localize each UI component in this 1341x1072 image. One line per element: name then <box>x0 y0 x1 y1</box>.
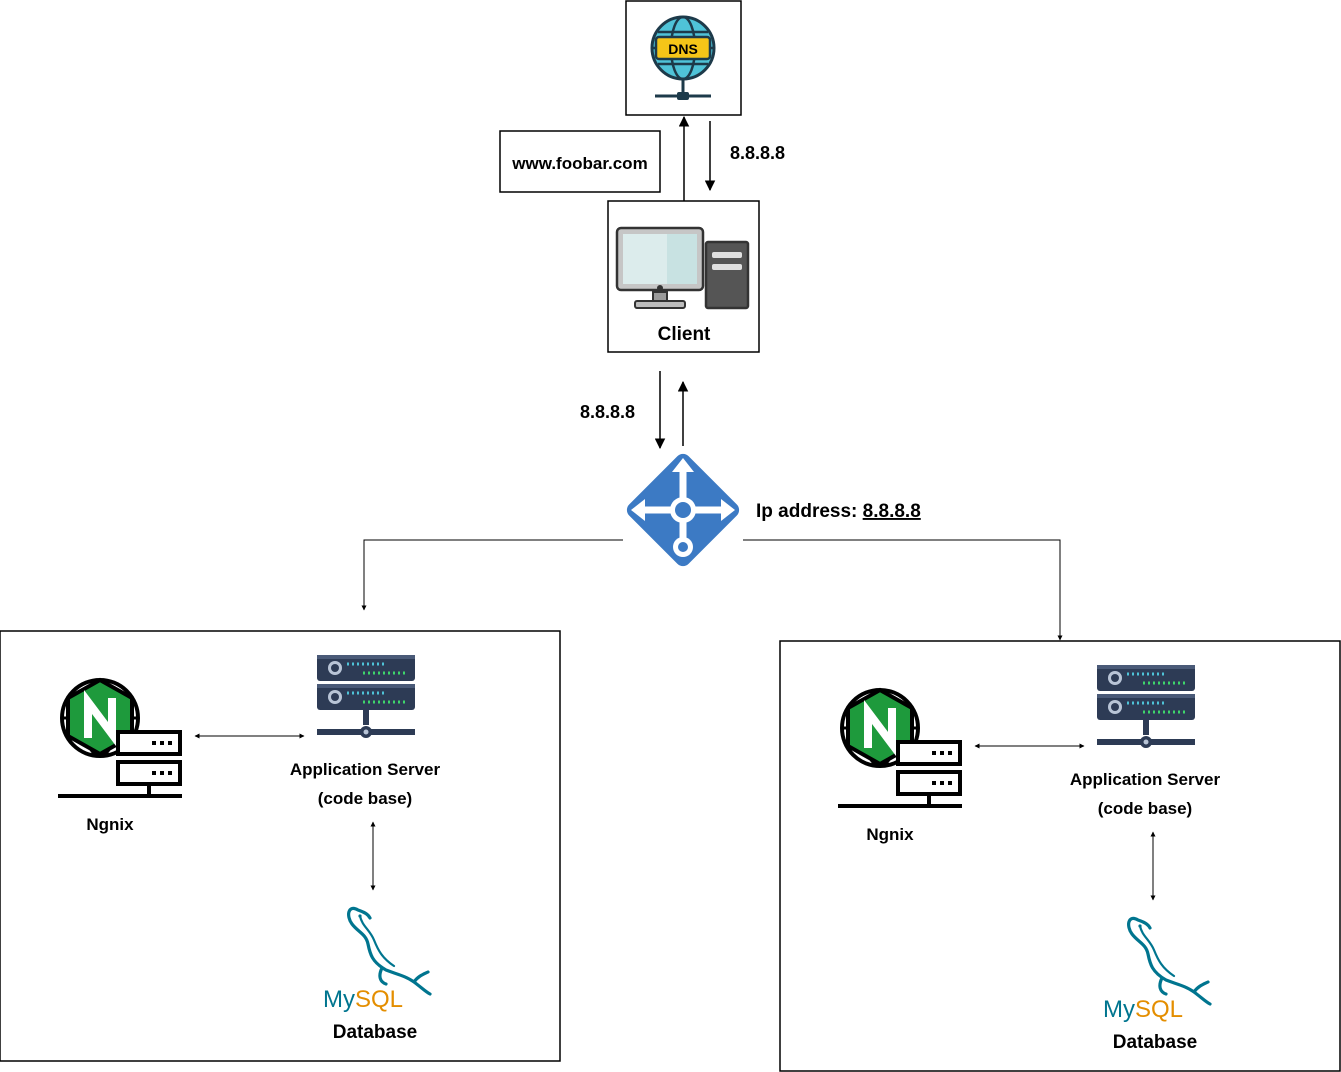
app-server-label: Application Server <box>1070 770 1221 789</box>
database-label: Database <box>1113 1032 1198 1053</box>
lb-ip-value: 8.8.8.8 <box>863 501 921 522</box>
app-server-sublabel: (code base) <box>1098 799 1192 818</box>
server-stack-1: Ngnix Application Server (code base) MyS… <box>0 630 561 1062</box>
lb-to-server-2-connector <box>743 539 1063 641</box>
app-server-sublabel: (code base) <box>318 789 412 808</box>
lb-to-server-1-connector <box>361 539 623 611</box>
mysql-logo: MySQL <box>323 986 403 1013</box>
dns-badge-text: DNS <box>668 41 698 57</box>
app-server-label: Application Server <box>290 760 441 779</box>
lb-ip-label: Ip address: 8.8.8.8 <box>756 501 921 522</box>
database-label: Database <box>333 1022 418 1043</box>
domain-query-box <box>499 130 661 193</box>
client-to-lb-ip: 8.8.8.8 <box>580 402 635 422</box>
mysql-logo: MySQL <box>1103 996 1183 1023</box>
domain-query-text: www.foobar.com <box>511 154 647 173</box>
dns-reply-ip: 8.8.8.8 <box>730 143 785 163</box>
dns-globe-icon: DNS <box>650 15 716 100</box>
server-stack-2: Ngnix Application Server (code base) MyS… <box>779 640 1341 1072</box>
desktop-computer-icon <box>615 226 750 310</box>
nginx-label: Ngnix <box>866 825 914 844</box>
server-stack-box <box>779 640 1341 1072</box>
load-balancer-icon <box>626 453 740 567</box>
nginx-label: Ngnix <box>86 815 134 834</box>
client-label: Client <box>658 324 711 345</box>
